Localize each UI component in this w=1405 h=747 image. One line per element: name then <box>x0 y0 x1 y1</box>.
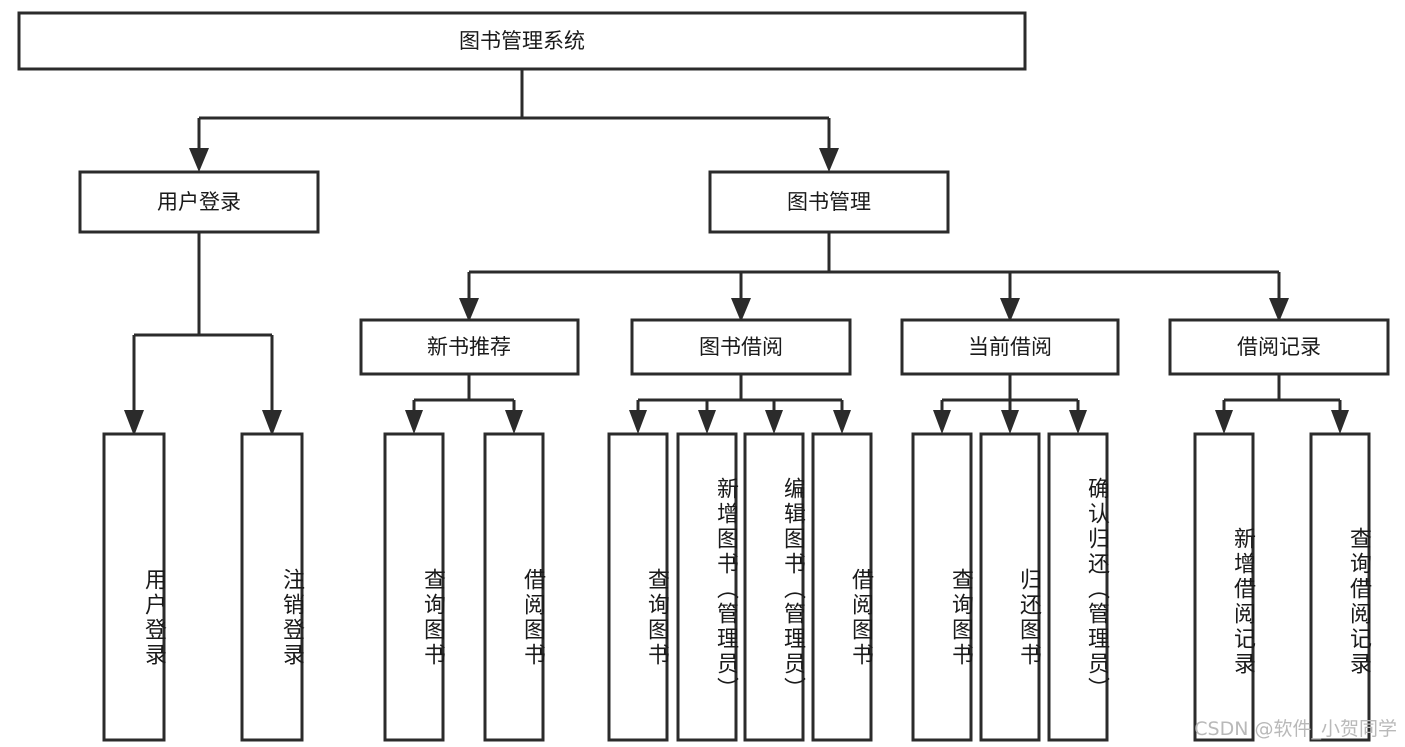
node-new-book-recommend-label: 新书推荐 <box>427 335 511 359</box>
leaf-box-edit-book[interactable] <box>743 432 805 742</box>
leaf-box-logout-login[interactable] <box>240 432 304 742</box>
node-root[interactable]: 图书管理系统 <box>17 11 1027 71</box>
connector-borrow-record-to-leaves <box>1215 374 1349 434</box>
leaf-box-query-record[interactable] <box>1309 432 1371 742</box>
node-user-login-box[interactable] <box>78 170 320 234</box>
leaf-box-return-book[interactable] <box>979 432 1041 742</box>
node-user-login[interactable]: 用户登录 <box>78 170 320 234</box>
node-book-borrow-label: 图书借阅 <box>699 335 783 359</box>
connector-book-manage-to-level3 <box>459 232 1289 322</box>
node-new-book-recommend[interactable]: 新书推荐 <box>359 318 580 376</box>
node-user-login-label: 用户登录 <box>157 190 241 214</box>
connector-root-to-level2 <box>189 69 839 172</box>
node-book-manage-label: 图书管理 <box>787 190 871 214</box>
leaf-box-query-book-1[interactable] <box>383 432 445 742</box>
node-current-borrow-box[interactable] <box>900 318 1120 376</box>
leaf-box-borrow-book-1[interactable] <box>483 432 545 742</box>
leaf-box-confirm-return[interactable] <box>1047 432 1109 742</box>
node-root-box[interactable] <box>17 11 1027 71</box>
connector-new-book-recommend-to-leaves <box>405 374 523 434</box>
leaf-box-user-login[interactable] <box>102 432 166 742</box>
connector-user-login-to-leaves <box>124 232 282 436</box>
node-book-manage[interactable]: 图书管理 <box>708 170 950 234</box>
node-current-borrow[interactable]: 当前借阅 <box>900 318 1120 376</box>
watermark-label: CSDN @软件_小贺同学 <box>1194 718 1397 740</box>
connector-current-borrow-to-leaves <box>933 374 1087 434</box>
leaf-box-borrow-book-2[interactable] <box>811 432 873 742</box>
node-book-borrow[interactable]: 图书借阅 <box>630 318 852 376</box>
node-current-borrow-label: 当前借阅 <box>968 335 1052 359</box>
node-root-label: 图书管理系统 <box>459 29 585 53</box>
node-new-book-recommend-box[interactable] <box>359 318 580 376</box>
connector-book-borrow-to-leaves <box>629 374 851 434</box>
leaf-box-query-book-2[interactable] <box>607 432 669 742</box>
leaf-box-query-book-3[interactable] <box>911 432 973 742</box>
leaf-box-add-record[interactable] <box>1193 432 1255 742</box>
node-borrow-record[interactable]: 借阅记录 <box>1168 318 1390 376</box>
leaf-box-add-book[interactable] <box>676 432 738 742</box>
node-borrow-record-label: 借阅记录 <box>1237 335 1321 359</box>
